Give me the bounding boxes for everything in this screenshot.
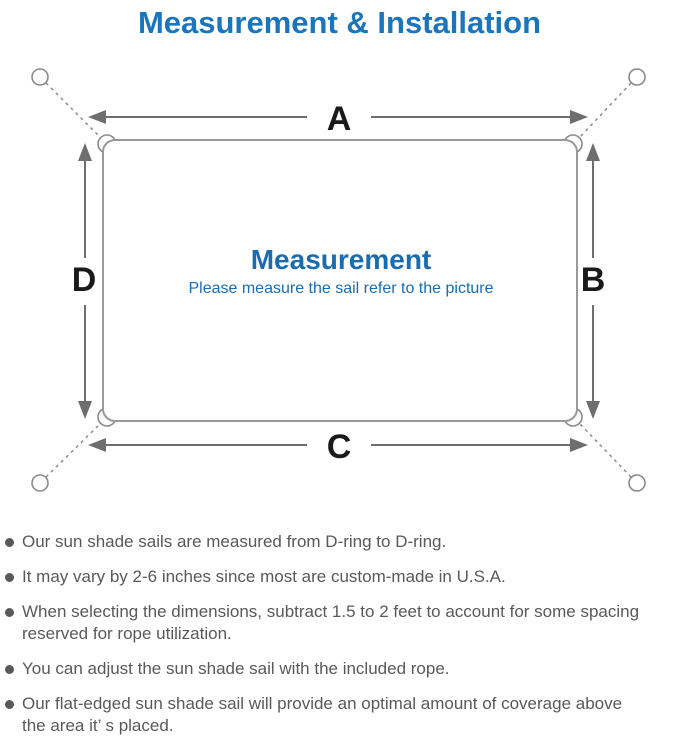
arrow-b-up-head [586,143,600,161]
diagram-center-title: Measurement [251,244,432,275]
rope-dashed-top-left [45,82,102,139]
note-text: When selecting the dimensions, subtract … [22,602,640,643]
anchor-ring-bottom-right [628,474,646,492]
bullet-dot [5,608,14,617]
arrow-c-right-head [570,438,588,452]
arrow-c-left-head [88,438,106,452]
list-item: It may vary by 2-6 inches since most are… [5,566,675,588]
dimension-label-a: A [327,100,352,138]
list-item: You can adjust the sun shade sail with t… [5,658,675,680]
note-text: You can adjust the sun shade sail with t… [22,659,450,678]
note-text: Our sun shade sails are measured from D-… [22,532,447,551]
diagram-center-subtitle: Please measure the sail refer to the pic… [188,280,493,297]
bullet-dot [5,573,14,582]
arrow-d-up-head [78,143,92,161]
bullet-dot [5,700,14,709]
rope-dashed-top-right [578,82,632,139]
sail-outline [102,139,578,422]
arrow-b-down-head [586,401,600,419]
arrow-a-left-head [88,110,106,124]
measurement-diagram: A B C D Measurement Please measure the s… [31,68,646,492]
bullet-dot [5,665,14,674]
dimension-label-b: B [581,261,606,299]
note-text: Our flat-edged sun shade sail will provi… [22,694,623,735]
rope-dashed-bottom-left [45,422,102,478]
note-text: It may vary by 2-6 inches since most are… [22,567,506,586]
anchor-ring-top-left [31,68,49,86]
page-title: Measurement & Installation [137,5,542,40]
list-item: Our sun shade sails are measured from D-… [5,531,675,553]
arrow-a-right-head [570,110,588,124]
notes-list: Our sun shade sails are measured from D-… [0,510,679,737]
arrow-d-down-head [78,401,92,419]
anchor-ring-bottom-left [31,474,49,492]
anchor-ring-top-right [628,68,646,86]
dimension-label-d: D [72,261,97,299]
rope-dashed-bottom-right [578,422,632,478]
bullet-dot [5,538,14,547]
list-item: When selecting the dimensions, subtract … [5,601,675,645]
dimension-label-c: C [327,428,352,466]
list-item: Our flat-edged sun shade sail will provi… [5,693,675,737]
